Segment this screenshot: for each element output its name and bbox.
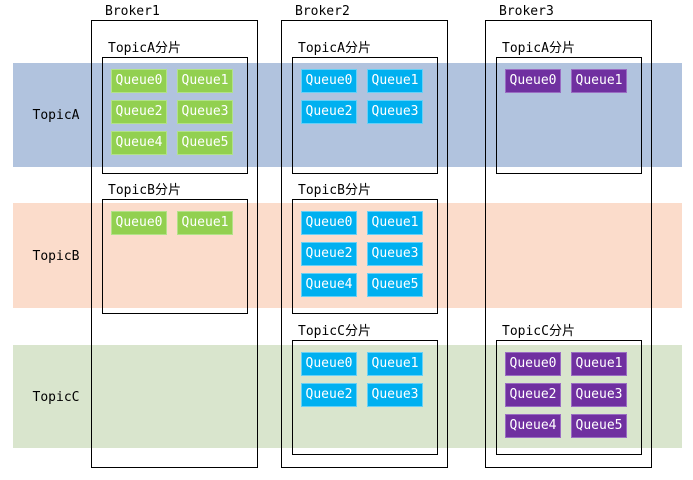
- queue-grid: Queue0 Queue1: [505, 69, 627, 93]
- band-label-topic-b: TopicB: [32, 249, 80, 264]
- queue-box: Queue4: [301, 273, 357, 297]
- queue-box: Queue4: [505, 414, 561, 438]
- queue-box: Queue4: [111, 131, 167, 155]
- queue-box: Queue2: [111, 100, 167, 124]
- queue-box: Queue1: [367, 211, 423, 235]
- band-label-topic-c: TopicC: [32, 390, 80, 405]
- queue-box: Queue3: [571, 383, 627, 407]
- queue-box: Queue2: [505, 383, 561, 407]
- queue-box: Queue5: [367, 273, 423, 297]
- queue-box: Queue1: [367, 352, 423, 376]
- queue-box: Queue2: [301, 100, 357, 124]
- queue-box: Queue0: [111, 211, 167, 235]
- shard-label: TopicC分片: [298, 324, 371, 339]
- queue-grid: Queue0 Queue1: [111, 211, 233, 235]
- queue-box: Queue0: [505, 69, 561, 93]
- broker-label: Broker1: [105, 4, 160, 19]
- queue-box: Queue5: [177, 131, 233, 155]
- queue-box: Queue2: [301, 242, 357, 266]
- queue-box: Queue3: [367, 242, 423, 266]
- queue-box: Queue3: [367, 100, 423, 124]
- queue-box: Queue0: [505, 352, 561, 376]
- queue-box: Queue0: [301, 211, 357, 235]
- queue-box: Queue1: [177, 69, 233, 93]
- shard-label: TopicA分片: [502, 41, 575, 56]
- queue-box: Queue1: [571, 352, 627, 376]
- shard-label: TopicA分片: [108, 41, 181, 56]
- band-label-topic-a: TopicA: [32, 108, 80, 123]
- queue-box: Queue0: [301, 69, 357, 93]
- shard-label: TopicA分片: [298, 41, 371, 56]
- queue-box: Queue3: [367, 383, 423, 407]
- queue-box: Queue0: [111, 69, 167, 93]
- shard-box: Queue0 Queue1: [102, 199, 248, 314]
- queue-box: Queue2: [301, 383, 357, 407]
- shard-box: Queue0 Queue1: [496, 57, 642, 174]
- queue-box: Queue5: [571, 414, 627, 438]
- shard-label: TopicB分片: [298, 183, 371, 198]
- queue-box: Queue1: [571, 69, 627, 93]
- shard-label: TopicB分片: [108, 183, 181, 198]
- queue-box: Queue1: [367, 69, 423, 93]
- broker-label: Broker2: [295, 4, 350, 19]
- broker-label: Broker3: [499, 4, 554, 19]
- queue-box: Queue1: [177, 211, 233, 235]
- queue-box: Queue3: [177, 100, 233, 124]
- shard-label: TopicC分片: [502, 324, 575, 339]
- queue-box: Queue0: [301, 352, 357, 376]
